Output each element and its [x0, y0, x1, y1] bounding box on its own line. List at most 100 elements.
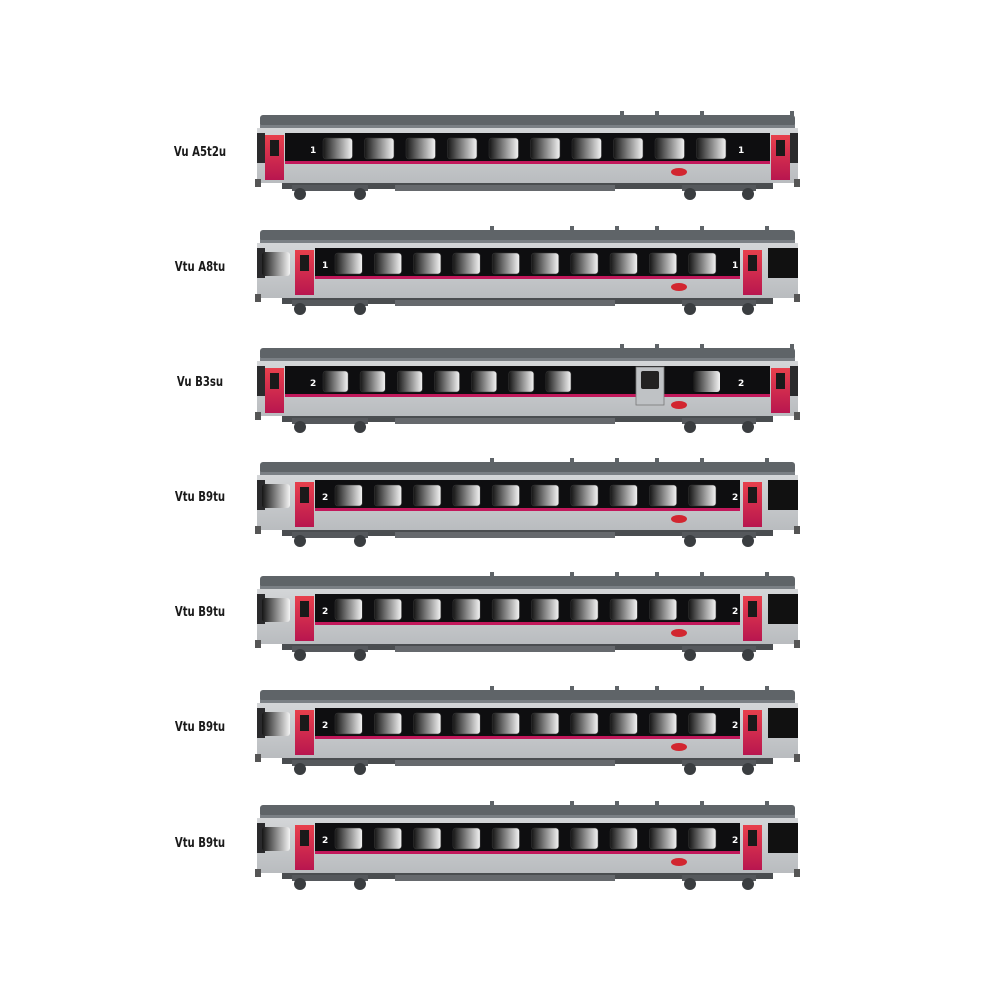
window [688, 598, 717, 621]
accent-stripe [315, 508, 740, 511]
wheel [354, 878, 366, 890]
coach-roof [260, 348, 795, 360]
wheel [354, 535, 366, 547]
roof-vent [490, 572, 494, 577]
roof-vent [620, 344, 624, 349]
roof-edge [260, 700, 795, 703]
class-marker: 2 [322, 493, 328, 503]
window [447, 137, 478, 160]
door [295, 250, 314, 295]
coach-end [790, 366, 798, 396]
equipment-box [395, 300, 615, 306]
wheel [742, 188, 754, 200]
coach-end [257, 366, 265, 396]
equipment-box [395, 185, 615, 191]
window [570, 598, 599, 621]
class-marker: 2 [732, 721, 738, 731]
wheel [684, 763, 696, 775]
wheel [354, 303, 366, 315]
wheel [684, 535, 696, 547]
window [488, 137, 519, 160]
end-window [262, 484, 290, 508]
wheel [742, 649, 754, 661]
buffer [794, 869, 800, 877]
window [609, 598, 638, 621]
class-marker: 1 [738, 146, 744, 156]
window [491, 484, 520, 507]
roof-edge [260, 472, 795, 475]
window [609, 712, 638, 735]
sncf-logo-icon [671, 515, 687, 523]
class-marker: 2 [738, 379, 744, 389]
window [693, 371, 720, 392]
roof-vent [700, 226, 704, 231]
car-label: Vtu B9tu [174, 490, 226, 505]
end-window [262, 827, 290, 851]
window [334, 252, 363, 275]
window [688, 827, 717, 850]
bogie-frame [292, 760, 368, 766]
wheel [354, 763, 366, 775]
window [609, 484, 638, 507]
class-marker: 2 [322, 607, 328, 617]
window [322, 370, 349, 393]
coach-end [257, 248, 265, 278]
class-marker: 2 [732, 836, 738, 846]
window [654, 137, 685, 160]
door [743, 596, 762, 641]
window [688, 712, 717, 735]
wheel [294, 421, 306, 433]
roof-vent [765, 801, 769, 806]
window [649, 598, 678, 621]
door [265, 368, 284, 413]
bogie-frame [682, 532, 756, 538]
wheel [742, 535, 754, 547]
end-gangway-window [768, 480, 798, 510]
window [334, 827, 363, 850]
window [413, 598, 442, 621]
buffer [794, 412, 800, 420]
roof-vent [570, 458, 574, 463]
coach-roof [260, 230, 795, 242]
sncf-logo-icon [671, 858, 687, 866]
coach-end [257, 133, 265, 163]
end-window [262, 598, 290, 622]
window [570, 712, 599, 735]
wheel [684, 303, 696, 315]
sncf-logo-icon [671, 629, 687, 637]
buffer [794, 754, 800, 762]
door-window [300, 487, 309, 503]
end-gangway-window [768, 823, 798, 853]
roof-vent [490, 801, 494, 806]
door-window [776, 373, 785, 389]
window [334, 484, 363, 507]
window [649, 484, 678, 507]
equipment-box [395, 646, 615, 652]
door [295, 596, 314, 641]
window [373, 484, 402, 507]
window [531, 598, 560, 621]
window [570, 827, 599, 850]
class-marker: 2 [322, 721, 328, 731]
window [452, 712, 481, 735]
wheel [294, 649, 306, 661]
coach-roof [260, 576, 795, 588]
class-marker: 1 [310, 146, 316, 156]
door [743, 250, 762, 295]
wheel [294, 535, 306, 547]
coach-roof [260, 690, 795, 702]
window [491, 252, 520, 275]
wheel [742, 421, 754, 433]
roof-vent [570, 572, 574, 577]
window [405, 137, 436, 160]
accent-stripe [315, 276, 740, 279]
window [696, 137, 727, 160]
roof-vent [700, 344, 704, 349]
door [743, 482, 762, 527]
door-window [748, 487, 757, 503]
bogie-frame [292, 418, 368, 424]
